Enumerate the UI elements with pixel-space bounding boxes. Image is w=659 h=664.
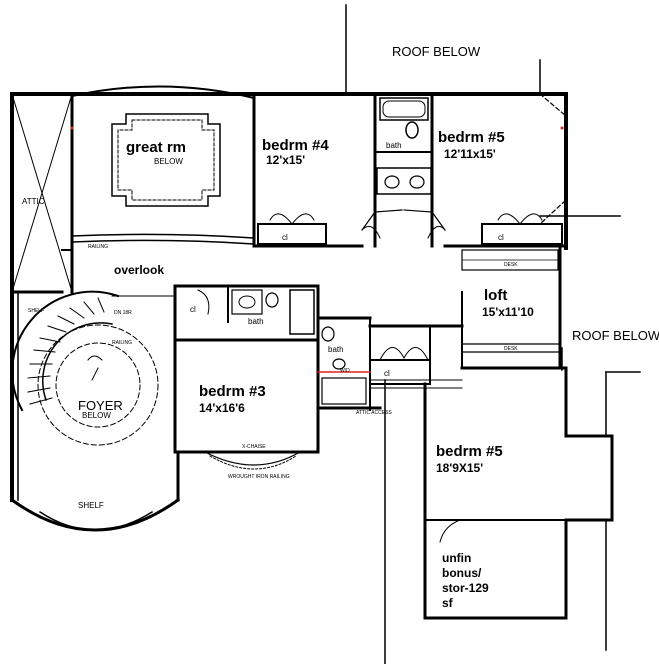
closet-bed5-label: cl [498, 233, 504, 242]
bay-window [539, 93, 567, 225]
shelf-bottom-label: SHELF [78, 501, 104, 510]
bedroom-5-bottom-size: 18'9X15' [436, 461, 483, 475]
overlook-label: overlook [114, 263, 164, 277]
railing-top-label: RAILING [88, 244, 108, 250]
roof-below-top-label: ROOF BELOW [392, 44, 481, 59]
great-room-curve [70, 85, 256, 100]
compass [87, 355, 103, 361]
bedroom-5-top-size: 12'11x15' [444, 147, 496, 161]
loft-size: 15'x11'10 [482, 305, 534, 319]
ceiling-tray-inner [117, 119, 215, 201]
door-swing [361, 225, 381, 239]
desk-top-label: DESK [504, 262, 518, 268]
foyer-circle [37, 324, 159, 446]
bath-mid-label: bath [248, 317, 264, 326]
attic-label: ATTIC [22, 197, 45, 206]
great-room-below-label: BELOW [154, 157, 183, 166]
compass-arrow [91, 367, 99, 381]
wd-label: W/D [340, 368, 350, 374]
toilet [321, 326, 335, 342]
double-door [361, 209, 446, 231]
foyer-label: FOYER [78, 398, 123, 413]
bathtub [379, 97, 429, 121]
bathtub [289, 289, 315, 335]
great-room-label: great rm [126, 139, 186, 156]
railing-line [71, 239, 255, 245]
closet [257, 223, 327, 245]
closet-small-label: cl [384, 369, 390, 378]
closet-mid-label: cl [190, 305, 196, 314]
door-swing [197, 289, 210, 315]
closet-bed4-label: cl [282, 233, 288, 242]
red-dot [560, 126, 564, 130]
attic-cross [11, 93, 73, 293]
bedroom-3-size: 14'x16'6 [199, 401, 245, 415]
foyer-below-label: BELOW [82, 411, 111, 420]
shower [321, 377, 367, 405]
sink [384, 175, 400, 189]
desk-loft-label: DESK [504, 346, 518, 352]
bath-small-label: bath [328, 345, 344, 354]
railing-line [71, 233, 255, 239]
stair-treads [27, 297, 105, 405]
window-seat-label: X-CHAISE [242, 444, 266, 450]
window-railing-label: WROUGHT IRON RAILING [228, 474, 290, 480]
bedroom-5-bottom-label: bedrm #5 [436, 443, 503, 460]
sink [332, 358, 346, 370]
toilet [405, 121, 419, 139]
bonus-label-2: bonus/ [442, 566, 482, 580]
roof-below-right-label: ROOF BELOW [572, 328, 659, 343]
door-swing [439, 519, 461, 543]
railing-stair-label: RAILING [112, 340, 132, 346]
stair-inner [42, 322, 113, 401]
bedroom-5-top-label: bedrm #5 [438, 129, 505, 146]
bathtub-basin [382, 100, 426, 118]
shelf-top-label: SHELF [28, 308, 44, 314]
bedroom-4-label: bedrm #4 [262, 137, 329, 154]
toilet [265, 292, 279, 308]
bonus-label-3: stor-129 [442, 581, 489, 595]
closet-doors [379, 347, 429, 361]
red-dot [70, 126, 74, 130]
sink [238, 295, 256, 309]
sink [409, 175, 425, 189]
bonus-label-1: unfin [442, 551, 471, 565]
stair-outer [11, 290, 120, 412]
loft-label: loft [484, 287, 507, 304]
foyer-circle [55, 342, 141, 428]
closet-doors [269, 213, 315, 225]
door-swing [427, 225, 446, 239]
ceiling-tray [111, 113, 221, 207]
closet-doors [497, 213, 543, 225]
down-label: DN 18R [114, 310, 132, 316]
attic-access-label: ATTIC ACCESS [356, 410, 392, 416]
bedroom-4-size: 12'x15' [266, 153, 305, 167]
bath-top-label: bath [386, 141, 402, 150]
closet [481, 223, 563, 245]
bonus-label-4: sf [442, 596, 454, 610]
foyer-bay-window [38, 510, 154, 531]
vanity [376, 167, 432, 195]
bedroom-3-label: bedrm #3 [199, 383, 266, 400]
window-seat [209, 455, 297, 470]
window-seat [204, 451, 301, 466]
vanity [231, 289, 263, 315]
